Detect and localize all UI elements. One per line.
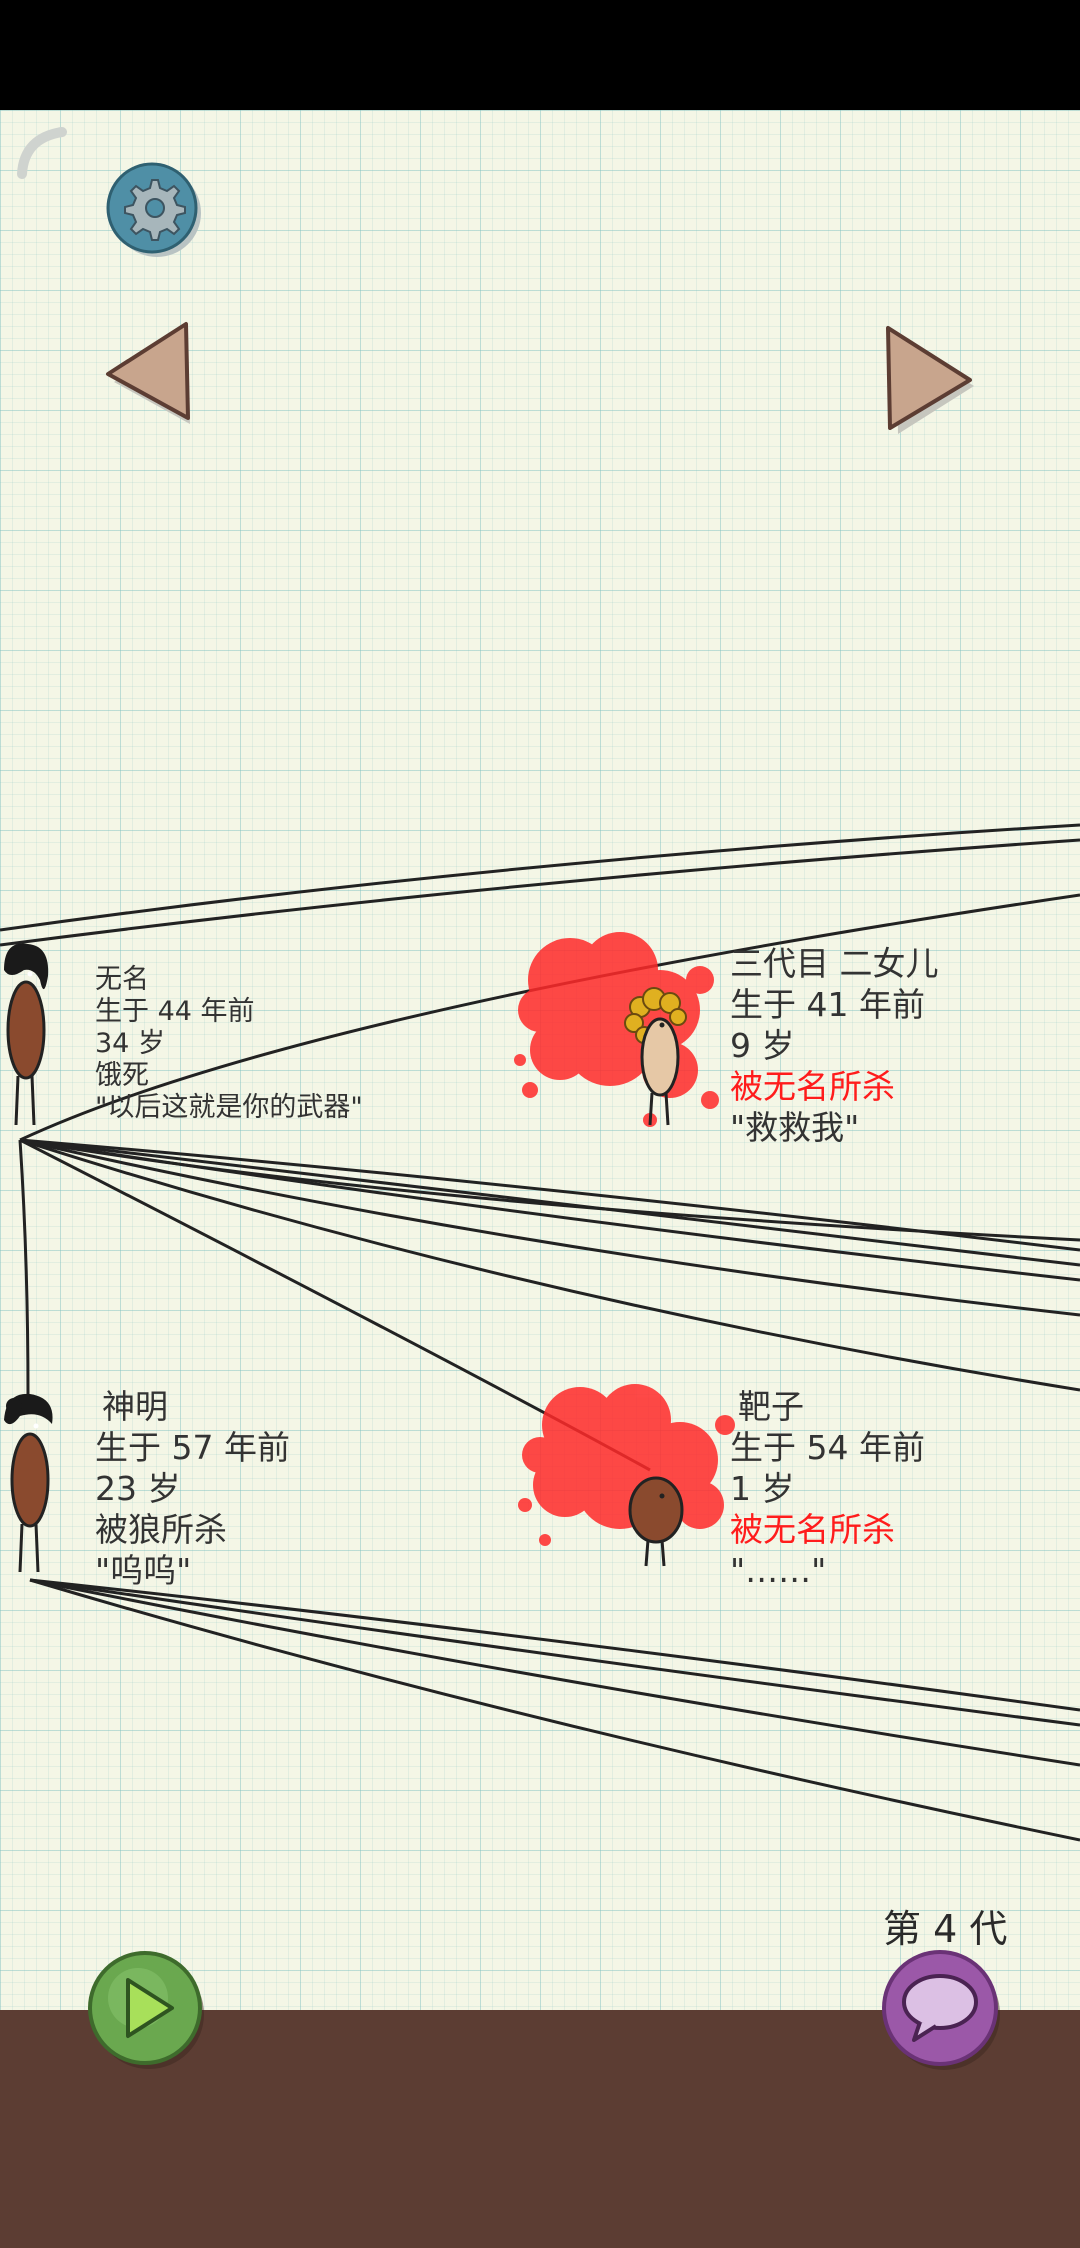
graph-paper-background bbox=[0, 110, 1080, 2248]
play-button[interactable] bbox=[86, 1950, 208, 2072]
person-death: 被无名所杀 bbox=[730, 1067, 895, 1106]
blood-splat bbox=[514, 932, 719, 1127]
person-age: 9 岁 bbox=[730, 1026, 795, 1065]
left-arrow-icon bbox=[106, 322, 190, 420]
person-quote: "救救我" bbox=[730, 1108, 860, 1147]
prev-button[interactable] bbox=[104, 318, 200, 434]
person-born: 生于 41 年前 bbox=[730, 985, 925, 1024]
chat-button[interactable] bbox=[880, 1948, 1004, 2072]
person-quote: "呜呜" bbox=[95, 1551, 192, 1590]
character-wuming[interactable] bbox=[0, 940, 60, 1140]
person-age: 1 岁 bbox=[730, 1469, 795, 1508]
generation-label: 第 4 代 bbox=[883, 1907, 1008, 1951]
person-name: 无名 bbox=[95, 964, 149, 995]
person-death: 被无名所杀 bbox=[730, 1510, 895, 1549]
person-death: 被狼所杀 bbox=[95, 1510, 227, 1549]
person-name: 神明 bbox=[102, 1387, 168, 1426]
person-quote: "……" bbox=[730, 1551, 827, 1590]
next-button[interactable] bbox=[882, 324, 978, 440]
character-second-daughter[interactable] bbox=[622, 985, 692, 1135]
person-born: 生于 44 年前 bbox=[95, 996, 255, 1027]
settings-button[interactable] bbox=[104, 158, 204, 258]
character-shenming[interactable] bbox=[0, 1390, 64, 1585]
gear-icon bbox=[124, 179, 186, 241]
play-icon bbox=[126, 1978, 174, 2038]
character-target[interactable] bbox=[622, 1470, 690, 1570]
person-name: 三代目 二女儿 bbox=[730, 944, 939, 983]
right-arrow-icon bbox=[886, 326, 972, 430]
person-death: 饿死 bbox=[95, 1060, 149, 1091]
chat-bubble-icon bbox=[902, 1974, 978, 2042]
person-born: 生于 54 年前 bbox=[730, 1428, 925, 1467]
person-age: 34 岁 bbox=[95, 1028, 165, 1059]
person-quote: "以后这就是你的武器" bbox=[95, 1092, 363, 1123]
corner-curl-icon bbox=[17, 127, 67, 179]
person-name: 靶子 bbox=[738, 1387, 804, 1426]
status-bar bbox=[0, 0, 1080, 110]
person-age: 23 岁 bbox=[95, 1469, 181, 1508]
person-born: 生于 57 年前 bbox=[95, 1428, 290, 1467]
